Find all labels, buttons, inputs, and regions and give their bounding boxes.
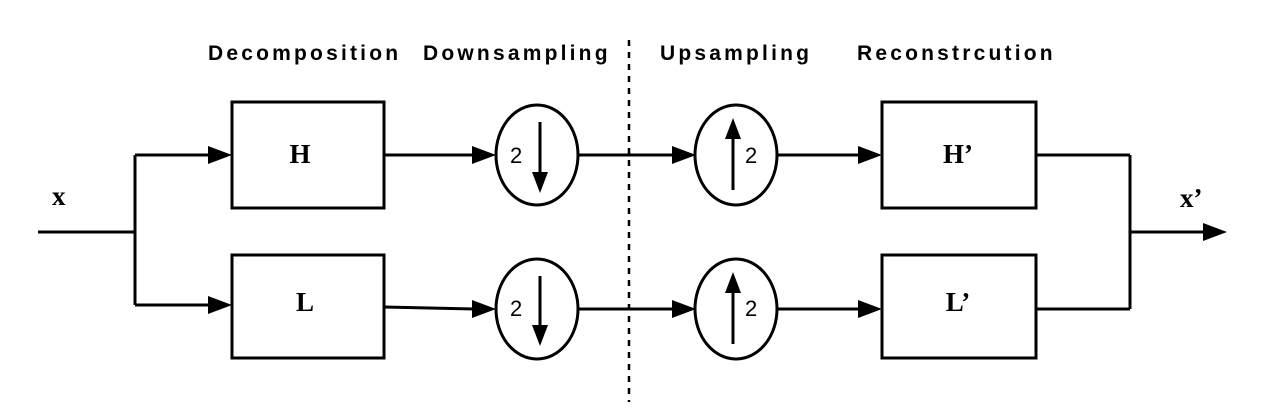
down-arrow-high-icon [532,172,548,193]
synthesis-filter-l-prime-label: L’ [946,287,971,317]
stage-label-upsampling: Upsampling [660,42,812,65]
down-arrow-low-icon [532,325,548,346]
up-arrow-low-icon [725,272,741,293]
output-signal-label: x’ [1180,183,1203,213]
analysis-filter-h [230,100,386,210]
stage-label-downsampling: Downsampling [423,42,611,65]
synthesis-filter-l-prime [880,253,1038,360]
upsampler-low [693,257,779,361]
arrow-to-upsampler-high-icon [672,146,696,164]
downsampler-low-factor: 2 [510,296,522,321]
arrow-to-upsampler-low-icon [672,300,696,318]
arrow-to-downsampler-high-icon [472,146,496,164]
downsampler-low [494,257,580,361]
downsampler-high-factor: 2 [510,143,522,168]
stage-label-decomposition: Decomposition [208,42,401,65]
arrow-to-h-icon [208,146,232,164]
upsampler-high-factor: 2 [745,143,757,168]
analysis-filter-l [230,253,386,360]
synthesis-filter-h-prime-label: H’ [943,139,973,169]
analysis-filter-l-label: L [296,287,314,317]
arrow-to-h-prime-icon [858,146,882,164]
up-arrow-high-icon [725,118,741,139]
analysis-filter-h-label: H [289,139,310,169]
upsampler-high [693,103,779,207]
output-arrow-icon [1203,223,1227,241]
arrow-to-downsampler-low-icon [472,300,496,318]
arrow-to-l-icon [208,296,232,314]
wire-l-to-downsampler [383,305,475,311]
upsampler-low-factor: 2 [745,296,757,321]
downsampler-high [494,103,580,207]
input-signal-label: x [52,181,66,211]
arrow-to-l-prime-icon [858,300,882,318]
stage-label-reconstruction: Reconstrcution [857,42,1056,65]
